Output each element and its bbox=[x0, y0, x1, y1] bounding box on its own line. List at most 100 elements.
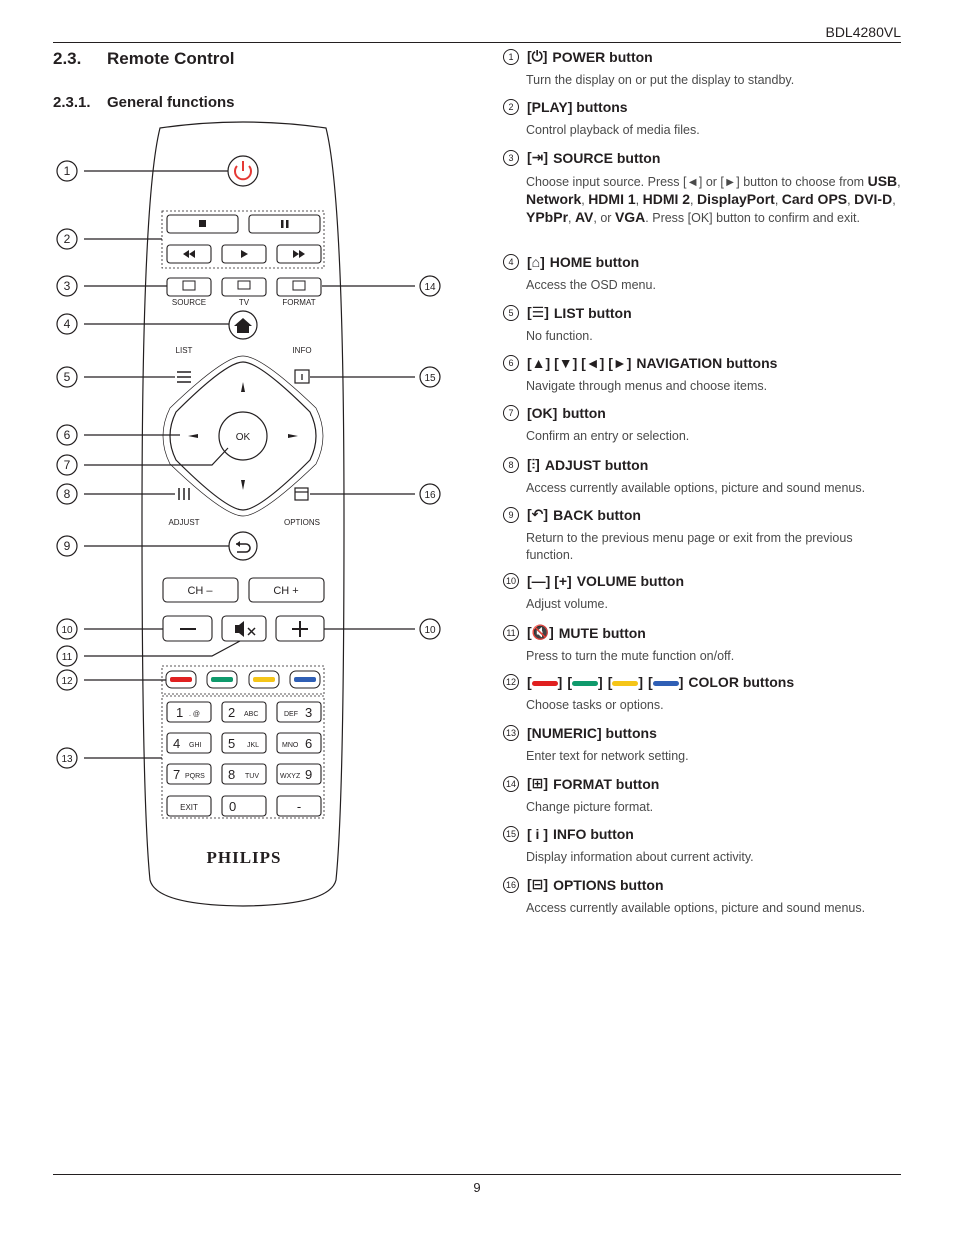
callout-7-label: 7 bbox=[64, 458, 71, 472]
format-button bbox=[276, 277, 322, 297]
item-power: 1[⏻]POWER button Turn the display on or … bbox=[503, 48, 903, 89]
callout-13-label: 13 bbox=[61, 754, 73, 765]
item-title: OPTIONS button bbox=[553, 876, 664, 893]
callout-10-right bbox=[419, 618, 441, 640]
exit-label: EXIT bbox=[180, 803, 198, 812]
key-1-label: 1 bbox=[176, 705, 183, 720]
key-9-label: 9 bbox=[305, 767, 312, 782]
remote-control-illustration: SOURCE TV FORMAT LIST INFO OK ADJUST OPT… bbox=[56, 121, 441, 907]
item-title: COLOR buttons bbox=[688, 674, 795, 690]
key-6-sub: MNO bbox=[282, 742, 299, 749]
subsection-title: General functions bbox=[107, 94, 235, 111]
item-title: [PLAY] buttons bbox=[527, 99, 628, 115]
item-description: Choose tasks or options. bbox=[526, 698, 664, 712]
callout-3 bbox=[56, 275, 78, 297]
key-1-sub: . @ bbox=[189, 711, 200, 718]
play-icon bbox=[241, 250, 248, 258]
tv-icon bbox=[237, 280, 251, 290]
item-title: HOME button bbox=[549, 254, 640, 270]
item-number: 4 bbox=[503, 254, 519, 270]
tv-label: TV bbox=[239, 298, 250, 307]
item-number: 11 bbox=[503, 624, 519, 641]
key-9 bbox=[276, 763, 322, 785]
item-number: 8 bbox=[503, 456, 519, 473]
key-5-label: 5 bbox=[228, 736, 235, 751]
red-bar-icon: [] bbox=[527, 674, 563, 690]
channel-down-label: CH – bbox=[187, 585, 213, 597]
key-6 bbox=[276, 732, 322, 754]
item-source: 3[⇥]SOURCE button Choose input source. P… bbox=[503, 149, 903, 227]
stop-icon bbox=[199, 220, 206, 227]
item-title: LIST button bbox=[553, 304, 632, 321]
item-format: 14[⊞]FORMAT button Change picture format… bbox=[503, 775, 903, 816]
item-title: SOURCE button bbox=[553, 149, 661, 166]
list-label: LIST bbox=[176, 346, 193, 355]
item-description: Adjust volume. bbox=[526, 597, 608, 611]
fast-forward-icon bbox=[293, 250, 305, 258]
brand-logo: PHILIPS bbox=[206, 848, 281, 867]
mute-icon: [🔇] bbox=[527, 624, 554, 640]
up-arrow-icon bbox=[241, 382, 245, 392]
pause-icon bbox=[281, 220, 284, 228]
item-navigation: 6[▲] [▼] [◄] [►]NAVIGATION buttons Navig… bbox=[503, 355, 903, 395]
key-6-label: 6 bbox=[305, 736, 312, 751]
header-rule bbox=[53, 42, 901, 43]
key-7 bbox=[166, 763, 212, 785]
ok-icon: [OK] bbox=[527, 405, 558, 421]
item-color: 12 [] [] [] [] COLOR buttons Choose task… bbox=[503, 674, 903, 714]
list-icon bbox=[177, 371, 191, 383]
item-list: 5[☰]LIST button No function. bbox=[503, 304, 903, 345]
source-label: SOURCE bbox=[172, 298, 206, 307]
item-title: MUTE button bbox=[558, 624, 646, 641]
power-icon: [⏻] bbox=[527, 48, 548, 64]
callout-3-label: 3 bbox=[64, 279, 71, 293]
list-icon: [☰] bbox=[527, 304, 549, 320]
callout-6-label: 6 bbox=[64, 428, 71, 442]
item-number: 13 bbox=[503, 725, 519, 741]
info-label: INFO bbox=[292, 346, 311, 355]
key-2-label: 2 bbox=[228, 705, 235, 720]
format-label: FORMAT bbox=[282, 298, 315, 307]
key-3-sub: DEF bbox=[284, 711, 298, 718]
key-5-sub: JKL bbox=[247, 742, 259, 749]
callout-10-left-label: 10 bbox=[61, 625, 73, 636]
callout-13 bbox=[56, 747, 78, 769]
dot-button bbox=[276, 795, 322, 817]
item-title: VOLUME button bbox=[576, 573, 685, 589]
callout-9-label: 9 bbox=[64, 539, 71, 553]
green-bar-icon: [] bbox=[567, 674, 603, 690]
callout-4 bbox=[56, 313, 78, 335]
blue-bar-icon: [] bbox=[648, 674, 684, 690]
item-ok: 7[OK]button Confirm an entry or selectio… bbox=[503, 405, 903, 445]
item-title: FORMAT button bbox=[553, 775, 660, 792]
subsection-number: 2.3.1. bbox=[53, 94, 91, 111]
dot-label: - bbox=[297, 799, 301, 814]
item-title: BACK button bbox=[553, 506, 641, 523]
pause-button bbox=[248, 214, 321, 234]
item-number: 7 bbox=[503, 405, 519, 421]
callout-5 bbox=[56, 366, 78, 388]
item-adjust: 8[⫶]ADJUST button Access currently avail… bbox=[503, 456, 903, 497]
item-description: Turn the display on or put the display t… bbox=[526, 73, 795, 87]
arrow-icons: [▲] [▼] [◄] [►] bbox=[527, 355, 632, 371]
callout-4-label: 4 bbox=[64, 317, 71, 331]
item-description: Change picture format. bbox=[526, 800, 654, 814]
item-play: 2[PLAY] buttons Control playback of medi… bbox=[503, 99, 903, 139]
callout-6 bbox=[56, 424, 78, 446]
format-icon: [⊞] bbox=[527, 775, 549, 791]
volume-icons: [—] [+] bbox=[527, 573, 572, 589]
options-icon bbox=[294, 487, 309, 501]
back-icon: [↶] bbox=[527, 506, 549, 522]
section-title: Remote Control bbox=[107, 49, 235, 68]
rewind-icon bbox=[183, 250, 195, 258]
info-icon: [ i ] bbox=[527, 826, 548, 842]
power-icon bbox=[234, 165, 252, 181]
item-number: 15 bbox=[503, 826, 519, 842]
item-description: Control playback of media files. bbox=[526, 123, 700, 137]
plus-icon bbox=[292, 621, 308, 637]
key-4-sub: GHI bbox=[189, 742, 202, 749]
channel-up-button bbox=[248, 577, 325, 603]
ok-button bbox=[218, 411, 268, 461]
callout-1 bbox=[56, 160, 78, 182]
item-number: 1 bbox=[503, 48, 519, 65]
